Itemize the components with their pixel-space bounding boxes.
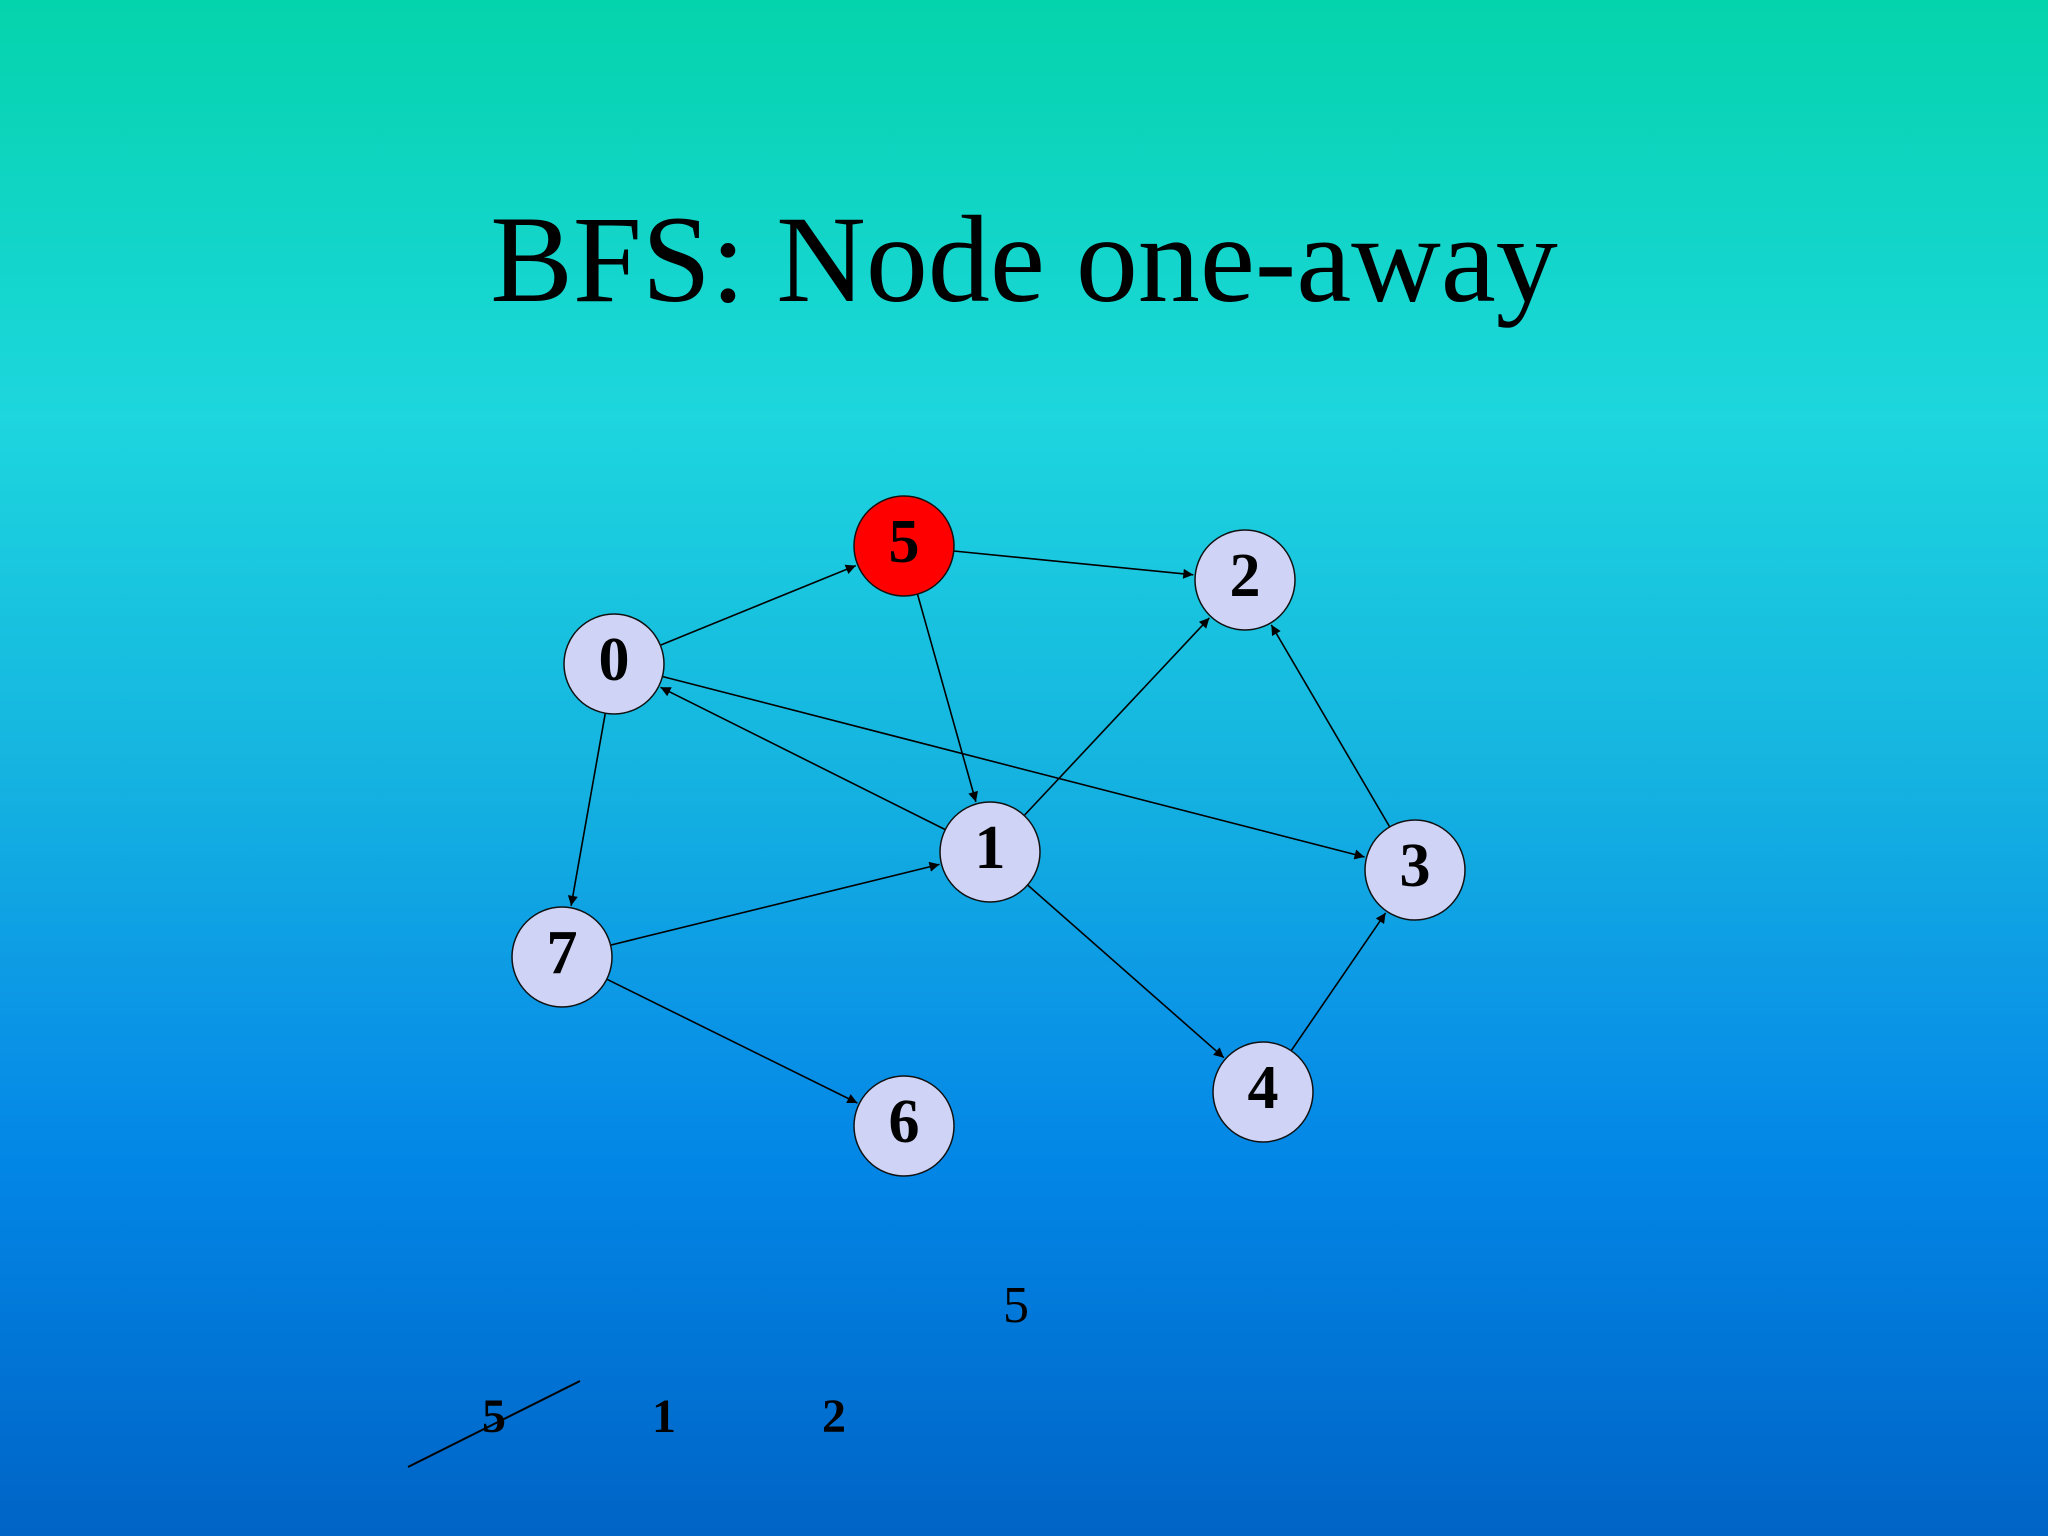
edge-1-to-0 [660,686,946,831]
queue-item-label: 5 [482,1390,506,1443]
slide-title: BFS: Node one-away [490,191,1558,328]
edge-5-to-2 [953,550,1194,579]
graph-node-7: 7 [511,906,613,1008]
edge-1-to-4 [1027,884,1225,1059]
graph-node-6: 6 [853,1075,955,1177]
edge-0-to-3 [662,675,1365,860]
node-circle [563,613,665,715]
edges-layer [567,550,1391,1104]
node-circle [511,906,613,1008]
node-label: 3 [1400,832,1431,900]
nodes-layer: 0 1 2 3 4 5 6 7 [511,495,1466,1177]
edge-0-to-5 [659,564,857,646]
node-circle [853,1075,955,1177]
edge-7-to-6 [606,978,858,1104]
edge-3-to-2 [1270,624,1391,828]
graph-node-1: 1 [939,801,1041,903]
current-node-label: 5 [1003,1277,1029,1334]
node-label: 6 [889,1088,920,1156]
node-circle [853,495,955,597]
edge-5-to-1 [916,593,979,803]
node-circle [1212,1041,1314,1143]
node-circle [1194,529,1296,631]
graph-node-2: 2 [1194,529,1296,631]
queue-item-label: 1 [652,1390,676,1443]
node-label: 2 [1230,542,1261,610]
node-circle [939,801,1041,903]
node-circle [1364,819,1466,921]
edge-0-to-7 [567,713,607,906]
node-label: 5 [889,508,920,576]
edge-7-to-1 [610,861,940,946]
node-label: 1 [975,814,1006,882]
graph-node-5: 5 [853,495,955,597]
node-label: 0 [599,626,630,694]
graph-node-0: 0 [563,613,665,715]
edge-1-to-2 [1023,617,1210,817]
node-label: 4 [1248,1054,1279,1122]
edge-4-to-3 [1290,912,1387,1052]
node-label: 7 [547,919,578,987]
graph-node-4: 4 [1212,1041,1314,1143]
graph-node-3: 3 [1364,819,1466,921]
queue-item-label: 2 [822,1390,846,1443]
